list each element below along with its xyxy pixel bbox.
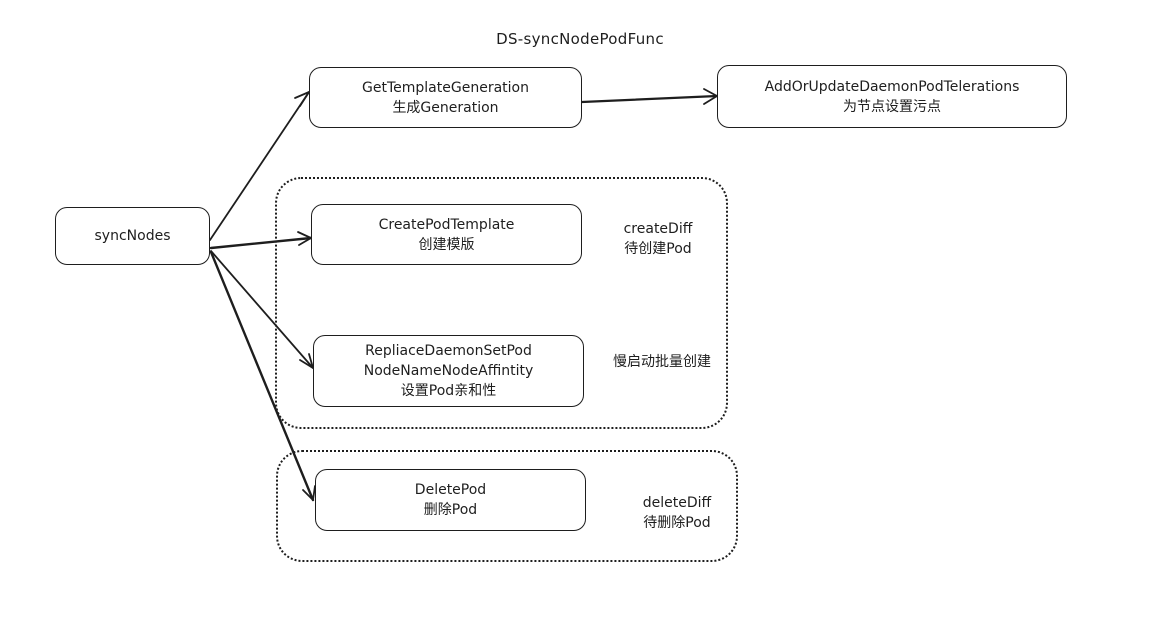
slow-start-note: 慢启动批量创建 (600, 352, 724, 372)
add-or-update-tolerations-box[interactable]: AddOrUpdateDaemonPodTelerations 为节点设置污点 (717, 65, 1067, 128)
arrow-head-tolerations (703, 88, 718, 105)
create-pod-template-desc: 创建模版 (418, 236, 475, 253)
sync-nodes-box[interactable]: syncNodes (55, 207, 210, 265)
create-diff-desc: 待创建Pod (624, 241, 692, 257)
delete-pod-box[interactable]: DeletePod 删除Pod (315, 469, 586, 531)
delete-diff-desc: 待删除Pod (643, 515, 711, 531)
replace-daemonset-pod-desc: 设置Pod亲和性 (400, 383, 497, 399)
diagram-title: DS-syncNodePodFunc (496, 30, 664, 48)
delete-group-region (276, 450, 738, 562)
add-or-update-tolerations-desc: 为节点设置污点 (843, 98, 941, 115)
arrow-generation-to-tolerations (580, 94, 719, 104)
sync-nodes-label: syncNodes (94, 228, 171, 244)
add-or-update-tolerations-label: AddOrUpdateDaemonPodTelerations (764, 78, 1020, 95)
delete-diff-note: deleteDiff 待删除Pod (617, 493, 737, 533)
replace-daemonset-pod-label: ReplіaceDaemonSetPod (365, 343, 532, 359)
get-template-generation-box[interactable]: GetTemplateGeneration 生成Generation (309, 67, 582, 128)
arrow-head-generation (294, 91, 310, 107)
delete-diff-label: deleteDiff (642, 495, 712, 511)
delete-pod-desc: 删除Pod (423, 502, 478, 518)
node-name-affinity-label: NodeNameNodeAffintity (363, 363, 534, 379)
create-pod-template-label: CreatePodTemplate (378, 216, 515, 233)
create-diff-label: createDiff (623, 221, 693, 237)
get-template-generation-desc: 生成Generation (392, 99, 499, 116)
get-template-generation-label: GetTemplateGeneration (362, 79, 529, 96)
slow-start-label: 慢启动批量创建 (613, 354, 711, 370)
create-diff-note: createDiff 待创建Pod (598, 219, 718, 259)
create-pod-template-box[interactable]: CreatePodTemplate 创建模版 (311, 204, 582, 265)
replace-daemonset-pod-box[interactable]: ReplіaceDaemonSetPod NodeNameNodeAffinti… (313, 335, 584, 407)
delete-pod-label: DeletePod (414, 482, 487, 498)
